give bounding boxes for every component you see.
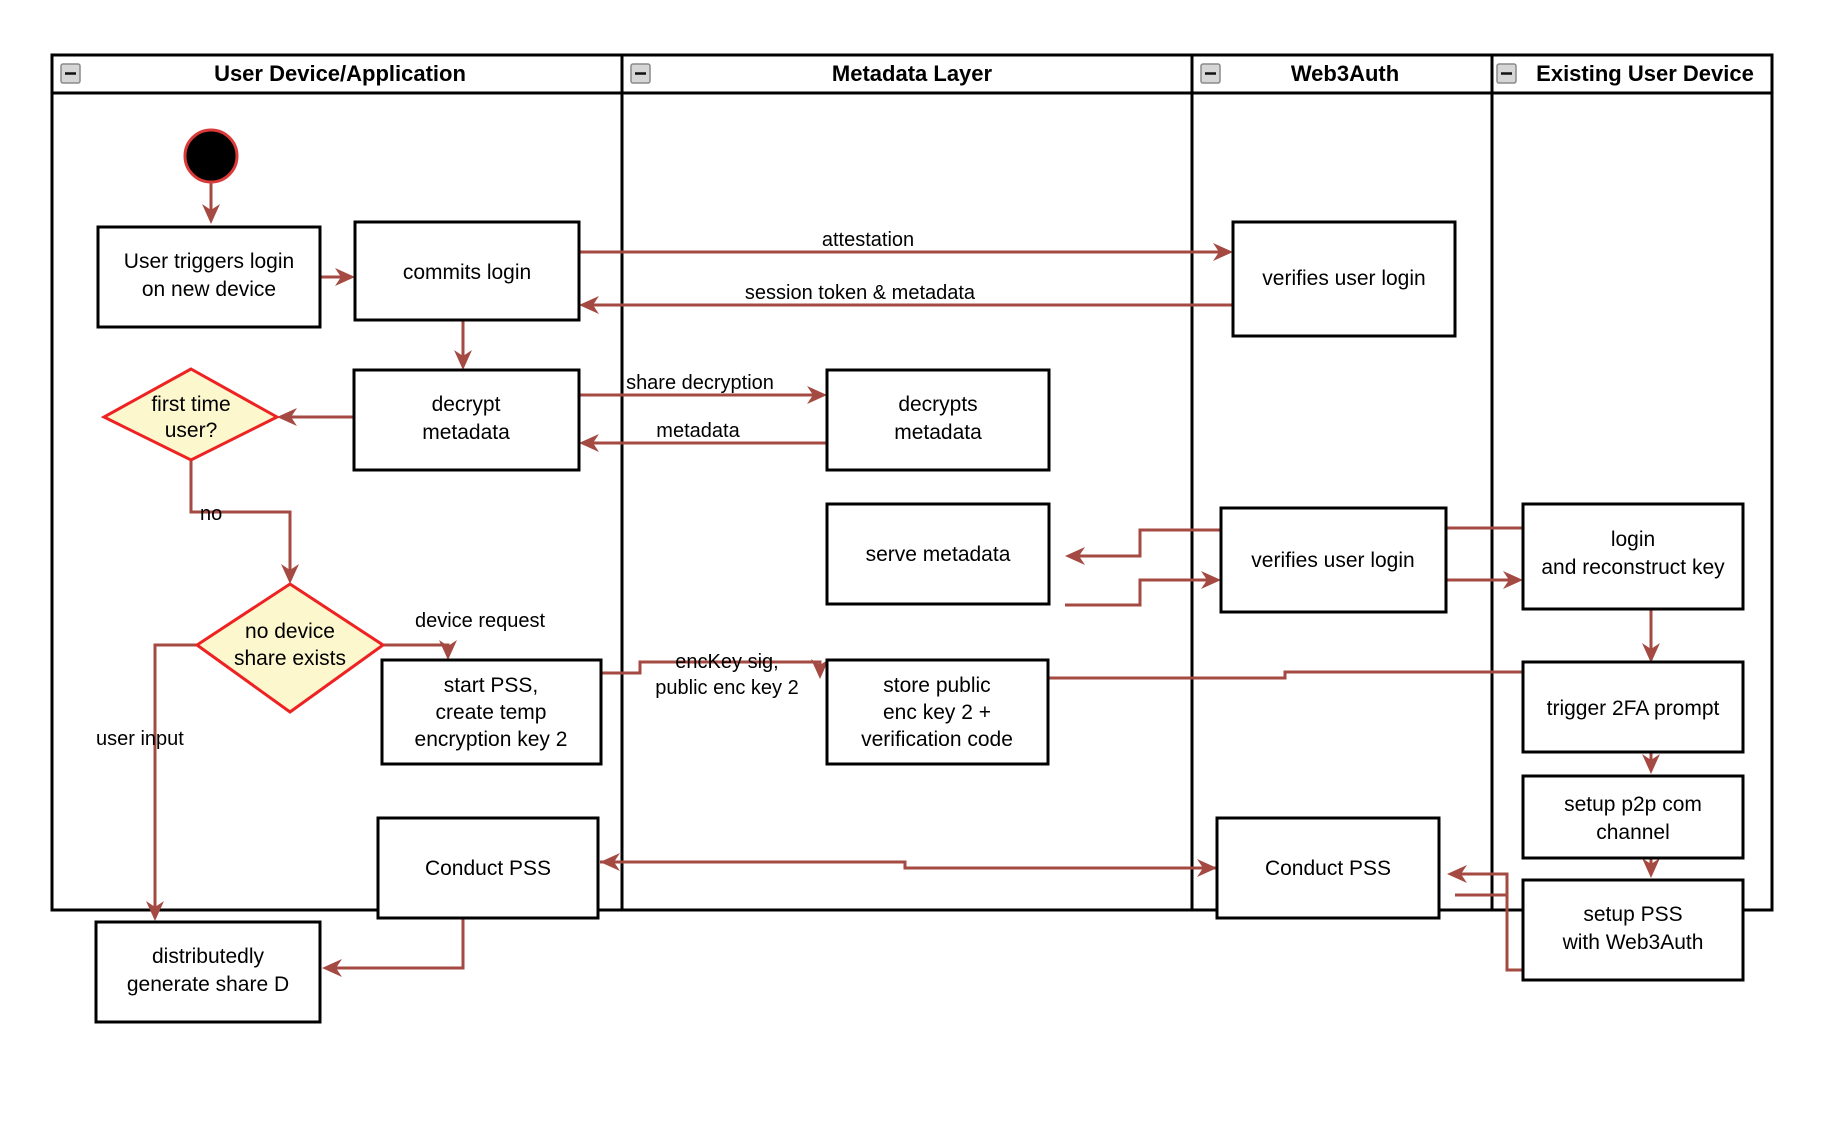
node-label-line: decrypts (898, 393, 977, 416)
edge-label-device-request: device request (415, 610, 546, 632)
edge-start-to-user-triggers (202, 180, 220, 224)
edge-commits-to-verifies-attestation: attestation (579, 229, 1233, 261)
node-label-line: metadata (894, 421, 982, 444)
node-label-line: Conduct PSS (1265, 857, 1391, 880)
node-label-line: verifies user login (1262, 267, 1425, 290)
edge-device-share-to-start-pss: device request (383, 610, 545, 660)
edge-user-triggers-to-commits (320, 268, 355, 286)
node-generate-share-d[interactable]: distributedly generate share D (94, 920, 322, 1024)
edge-label-no: no (200, 503, 222, 525)
node-no-device-share-exists[interactable]: no device share exists (194, 582, 386, 714)
node-commits-login[interactable]: commits login (353, 220, 581, 322)
node-start-pss[interactable]: start PSS, create temp encryption key 2 (380, 658, 603, 766)
decision-label-line: share exists (234, 647, 346, 670)
edge-decrypts-to-decrypt-metadata: metadata (579, 420, 827, 452)
node-label-line: distributedly (152, 945, 265, 968)
decision-label-line: user? (165, 419, 218, 442)
node-label-line: enc key 2 + (883, 701, 991, 724)
node-serve-metadata[interactable]: serve metadata (825, 502, 1051, 606)
edge-label-enckey-sig-2: public enc key 2 (655, 677, 798, 699)
node-login-reconstruct-key[interactable]: login and reconstruct key (1521, 502, 1745, 611)
minus-collapse-icon[interactable] (1496, 63, 1517, 84)
decision-label-line: first time (151, 393, 230, 416)
edge-2fa-to-setup-p2p (1642, 752, 1660, 774)
edge-label-share-decryption: share decryption (626, 372, 774, 394)
edge-login-reconstruct-to-2fa-vertical (1642, 609, 1660, 663)
node-trigger-2fa-prompt[interactable]: trigger 2FA prompt (1521, 660, 1745, 754)
lane-metadata: Metadata Layer (620, 53, 1194, 912)
node-label-line: generate share D (127, 973, 289, 996)
edge-label-enckey-sig-1: encKey sig, (675, 651, 778, 673)
node-user-triggers-login[interactable]: User triggers login on new device (96, 225, 322, 329)
node-label-line: on new device (142, 278, 276, 301)
lane-existing-device: Existing User Device (1490, 53, 1774, 912)
lane-title-existing-device: Existing User Device (1536, 61, 1754, 86)
edge-commits-to-decrypt (454, 320, 472, 370)
start-node (183, 128, 239, 184)
edge-start-pss-to-store-key: encKey sig, public enc key 2 (601, 651, 829, 699)
node-label-line: setup PSS (1583, 903, 1682, 926)
node-first-time-user[interactable]: first time user? (100, 367, 281, 462)
edge-label-metadata: metadata (656, 420, 740, 442)
node-setup-pss-web3auth[interactable]: setup PSS with Web3Auth (1521, 878, 1745, 982)
minus-collapse-icon[interactable] (60, 63, 81, 84)
node-label-line: with Web3Auth (1562, 931, 1704, 954)
lane-title-user-device: User Device/Application (214, 61, 466, 86)
lane-web3auth: Web3Auth (1190, 53, 1494, 912)
minus-collapse-icon[interactable] (1200, 63, 1221, 84)
edge-decrypt-to-decrypts: share decryption (579, 372, 827, 404)
edge-verifies-to-commits-session: session token & metadata (579, 282, 1233, 314)
decision-label-line: no device (245, 620, 335, 643)
edge-store-key-to-trigger-2fa (1048, 663, 1605, 681)
node-store-public-enc-key[interactable]: store public enc key 2 + verification co… (825, 658, 1050, 766)
node-label-line: store public (883, 674, 990, 697)
node-label-line: verifies user login (1251, 549, 1414, 572)
edge-serve-metadata-to-verifies-2 (1065, 571, 1221, 607)
edge-label-session-token: session token & metadata (745, 282, 976, 304)
node-decrypts-metadata[interactable]: decrypts metadata (825, 368, 1051, 472)
node-label-line: and reconstruct key (1541, 556, 1725, 579)
node-label-line: User triggers login (124, 250, 294, 273)
node-conduct-pss-web3auth[interactable]: Conduct PSS (1215, 816, 1441, 920)
node-setup-p2p-channel[interactable]: setup p2p com channel (1521, 774, 1745, 860)
lane-title-metadata: Metadata Layer (832, 61, 993, 86)
minus-collapse-icon[interactable] (630, 63, 651, 84)
node-label-line: encryption key 2 (415, 728, 568, 751)
node-decrypt-metadata[interactable]: decrypt metadata (352, 368, 581, 472)
lane-title-web3auth: Web3Auth (1291, 61, 1399, 86)
node-verifies-user-login-1[interactable]: verifies user login (1231, 220, 1457, 338)
node-verifies-user-login-2[interactable]: verifies user login (1219, 506, 1448, 614)
node-label-line: create temp (436, 701, 547, 724)
edge-conduct-pss-user-to-conduct-pss-web3auth (600, 859, 1217, 877)
edge-first-time-no-to-device-share: no (189, 460, 299, 584)
edge-device-share-to-generate-share-d: user input (96, 643, 197, 921)
node-label-line: commits login (403, 261, 531, 284)
node-label-line: start PSS, (444, 674, 539, 697)
node-label-line: channel (1596, 821, 1670, 844)
node-label-line: login (1611, 528, 1655, 551)
node-label-line: setup p2p com (1564, 793, 1702, 816)
node-conduct-pss-user[interactable]: Conduct PSS (376, 816, 600, 920)
edge-setup-p2p-to-setup-pss (1642, 858, 1660, 878)
edge-label-attestation: attestation (822, 229, 914, 251)
edge-decrypt-to-first-time-user (277, 408, 354, 426)
node-label-line: serve metadata (866, 543, 1011, 566)
node-label-line: decrypt (432, 393, 501, 416)
node-label-line: Conduct PSS (425, 857, 551, 880)
edge-label-user-input: user input (96, 728, 184, 750)
lane-user-device: User Device/Application (50, 53, 624, 912)
node-label-line: verification code (861, 728, 1013, 751)
node-label-line: metadata (422, 421, 510, 444)
edge-verifies-2-to-serve-metadata (1065, 528, 1221, 565)
edge-conduct-pss-user-to-generate-share-d (322, 918, 465, 977)
node-label-line: trigger 2FA prompt (1547, 697, 1720, 720)
